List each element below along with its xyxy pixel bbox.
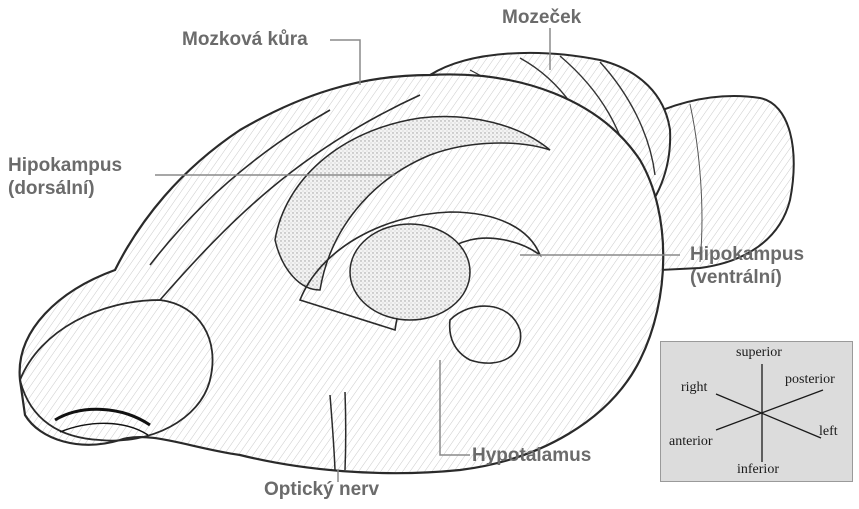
axis-anterior-posterior [716, 390, 823, 430]
orientation-legend: superior posterior right left anterior i… [660, 341, 853, 482]
axis-right-left [716, 394, 821, 438]
orient-left: left [819, 424, 838, 440]
label-hippocampus-dorsal-line1: Hipokampus [8, 154, 122, 177]
label-hypothalamus: Hypotalamus [472, 444, 591, 467]
label-hippocampus-ventral: Hipokampus (ventrální) [690, 243, 804, 289]
hypothalamus-shape [350, 224, 470, 320]
orient-right: right [681, 380, 707, 396]
orient-posterior: posterior [785, 372, 835, 388]
orient-superior: superior [736, 345, 782, 361]
label-hippocampus-dorsal: Hipokampus (dorsální) [8, 154, 122, 200]
orient-inferior: inferior [737, 462, 779, 478]
label-hippocampus-ventral-line2: (ventrální) [690, 266, 804, 289]
label-cerebellum: Mozeček [502, 6, 581, 29]
leader-cortex [330, 40, 360, 85]
label-cortex: Mozková kůra [182, 28, 308, 51]
orient-anterior: anterior [669, 434, 713, 450]
label-hippocampus-dorsal-line2: (dorsální) [8, 177, 122, 200]
label-hippocampus-ventral-line1: Hipokampus [690, 243, 804, 266]
label-optic-nerve: Optický nerv [264, 478, 379, 501]
brain-body [20, 74, 664, 473]
